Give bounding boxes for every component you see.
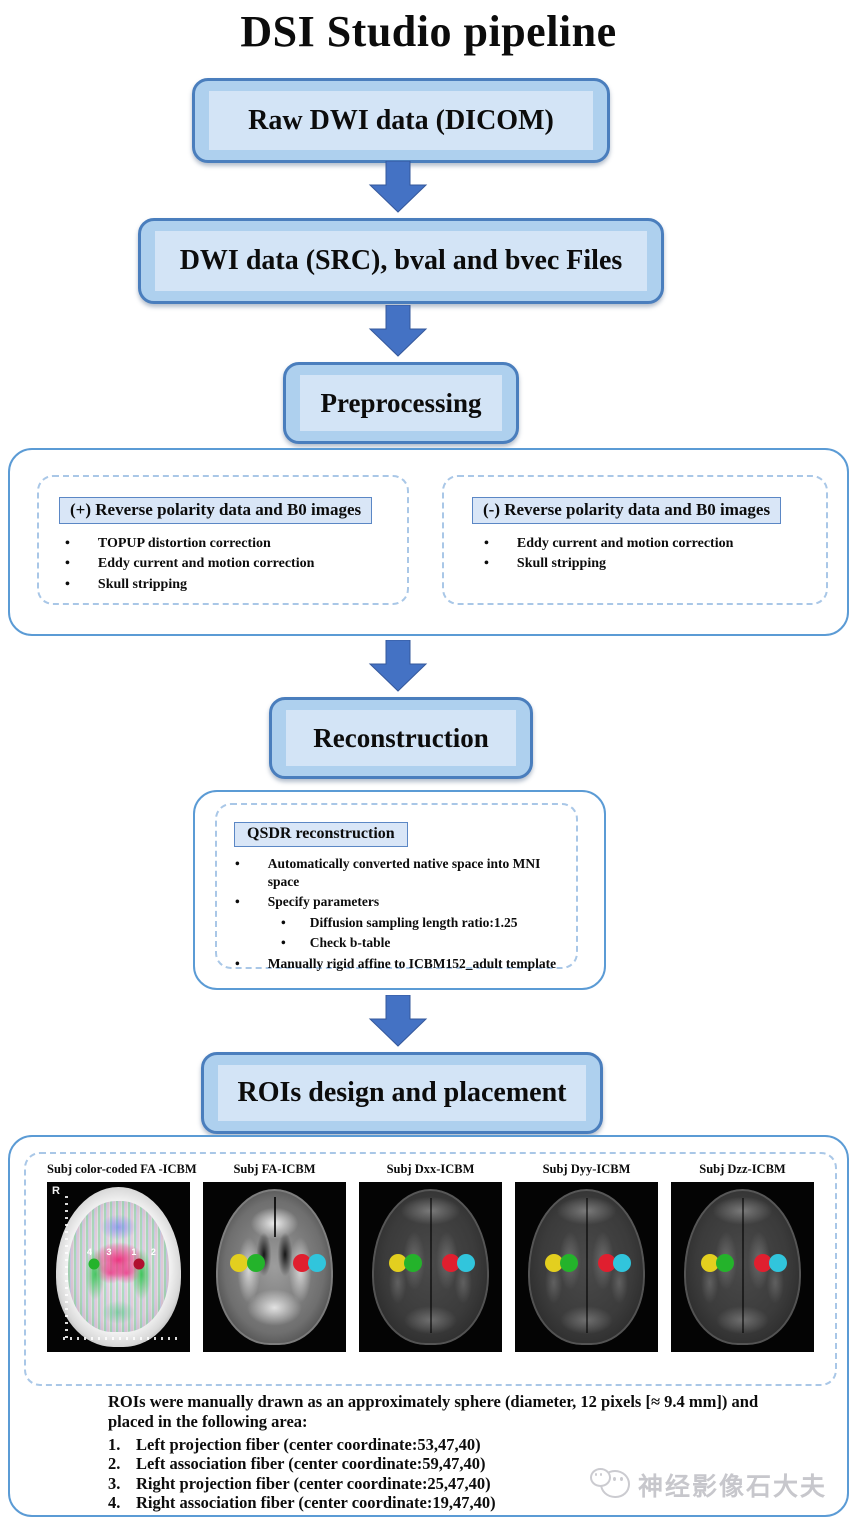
flow-box-raw-dwi: Raw DWI data (DICOM) xyxy=(192,78,610,163)
bullet-item: Specify parameters xyxy=(235,893,576,911)
flow-box-rois-label: ROIs design and placement xyxy=(218,1065,586,1121)
reconstruction-detail-container: QSDR reconstruction Automatically conver… xyxy=(193,790,606,990)
down-arrow-icon xyxy=(368,640,428,692)
roi-dot-cyan xyxy=(457,1253,476,1272)
brain-image-color-coded-fa: R 4 3 1 2 xyxy=(47,1182,190,1352)
roi-note: ROIs were manually drawn as an approxima… xyxy=(108,1392,759,1432)
roi-dot-red xyxy=(753,1253,772,1272)
scan-label: Subj color-coded FA -ICBM xyxy=(47,1162,197,1176)
roi-list-item: 1. Left projection fiber (center coordin… xyxy=(108,1434,481,1454)
ruler-vertical xyxy=(65,1196,68,1338)
flow-box-preprocessing: Preprocessing xyxy=(283,362,519,444)
roi-dot-green xyxy=(246,1253,265,1272)
roi-dot-red xyxy=(597,1253,616,1272)
brain-image-fa xyxy=(203,1182,346,1352)
qsdr-header: QSDR reconstruction xyxy=(234,822,408,847)
sub-bullet-item: Diffusion sampling length ratio:1.25 xyxy=(281,914,576,932)
roi-dot-yellow xyxy=(544,1253,563,1272)
roi-number-labels-right: 1 2 xyxy=(131,1246,162,1257)
brain-image-dyy xyxy=(515,1182,658,1352)
bullet-item: Skull stripping xyxy=(484,554,826,574)
minus-branch-header: (-) Reverse polarity data and B0 images xyxy=(472,497,782,524)
scan-dxx: Subj Dxx-ICBM xyxy=(359,1162,502,1352)
roi-list-item: 2. Left association fiber (center coordi… xyxy=(108,1454,486,1474)
roi-list-item: 3. Right projection fiber (center coordi… xyxy=(108,1473,491,1493)
scan-fa: Subj FA-ICBM xyxy=(203,1162,346,1352)
bullet-item: TOPUP distortion correction xyxy=(65,534,407,554)
scan-label: Subj Dyy-ICBM xyxy=(542,1162,631,1176)
flow-box-dwi-src-label: DWI data (SRC), bval and bvec Files xyxy=(155,231,647,291)
brain-slice xyxy=(68,1200,169,1332)
flow-box-reconstruction-label: Reconstruction xyxy=(286,710,516,766)
orientation-label: R xyxy=(52,1185,60,1197)
roi-dot-cyan xyxy=(308,1253,327,1272)
qsdr-box: QSDR reconstruction Automatically conver… xyxy=(215,803,578,971)
roi-dot-red xyxy=(441,1253,460,1272)
preprocessing-detail-container: (+) Reverse polarity data and B0 images … xyxy=(8,448,849,636)
scan-row: Subj color-coded FA -ICBM R 4 3 1 2 xyxy=(26,1162,835,1352)
sub-bullet-item: Check b-table xyxy=(281,934,576,952)
down-arrow-icon xyxy=(368,161,428,213)
roi-dot-cyan xyxy=(769,1253,788,1272)
plus-branch-box: (+) Reverse polarity data and B0 images … xyxy=(37,475,409,605)
brain-image-dxx xyxy=(359,1182,502,1352)
roi-list-item: 4. Right association fiber (center coord… xyxy=(108,1493,496,1513)
watermark-text: 神经影像石大夫 xyxy=(637,1473,827,1501)
roi-dot-yellow xyxy=(229,1253,248,1272)
qsdr-bullet-list-cont: Manually rigid affine to ICBM152_adult t… xyxy=(217,955,576,973)
ruler-horizontal xyxy=(63,1337,182,1340)
qsdr-bullet-list: Automatically converted native space int… xyxy=(217,855,576,911)
scan-dyy: Subj Dyy-ICBM xyxy=(515,1162,658,1352)
wechat-watermark-icon xyxy=(589,1468,630,1502)
roi-dot-green xyxy=(716,1253,735,1272)
bullet-item: Eddy current and motion correction xyxy=(484,534,826,554)
roi-images-box: Subj color-coded FA -ICBM R 4 3 1 2 xyxy=(24,1152,837,1386)
down-arrow-icon xyxy=(368,305,428,357)
flow-box-preprocessing-label: Preprocessing xyxy=(300,375,502,431)
roi-dot-red xyxy=(133,1258,145,1270)
scan-label: Subj FA-ICBM xyxy=(233,1162,316,1176)
roi-dot-red xyxy=(292,1253,311,1272)
flow-box-reconstruction: Reconstruction xyxy=(269,697,533,779)
roi-dot-yellow xyxy=(388,1253,407,1272)
page-title: DSI Studio pipeline xyxy=(240,7,617,56)
scan-dzz: Subj Dzz-ICBM xyxy=(671,1162,814,1352)
roi-note-block: ROIs were manually drawn as an approxima… xyxy=(108,1392,808,1513)
roi-detail-container: Subj color-coded FA -ICBM R 4 3 1 2 xyxy=(8,1135,849,1517)
bullet-item: Skull stripping xyxy=(65,575,407,595)
qsdr-sub-bullet-list: Diffusion sampling length ratio:1.25 Che… xyxy=(281,914,576,952)
roi-list: 1. Left projection fiber (center coordin… xyxy=(108,1435,808,1514)
plus-branch-bullet-list: TOPUP distortion correction Eddy current… xyxy=(39,534,407,595)
minus-branch-bullet-list: Eddy current and motion correction Skull… xyxy=(444,534,826,575)
bullet-item: Eddy current and motion correction xyxy=(65,554,407,574)
roi-dot-green xyxy=(404,1253,423,1272)
roi-dot-green xyxy=(88,1258,100,1270)
roi-number-labels-left: 4 3 xyxy=(87,1246,118,1257)
flow-box-rois: ROIs design and placement xyxy=(201,1052,603,1134)
bullet-item: Manually rigid affine to ICBM152_adult t… xyxy=(235,955,576,973)
roi-dot-green xyxy=(560,1253,579,1272)
down-arrow-icon xyxy=(368,995,428,1047)
roi-dot-yellow xyxy=(700,1253,719,1272)
bullet-item: Automatically converted native space int… xyxy=(235,855,576,890)
scan-label: Subj Dzz-ICBM xyxy=(699,1162,786,1176)
flow-box-dwi-src: DWI data (SRC), bval and bvec Files xyxy=(138,218,664,304)
roi-dot-cyan xyxy=(613,1253,632,1272)
plus-branch-header: (+) Reverse polarity data and B0 images xyxy=(59,497,373,524)
watermark: 神经影像石大夫 xyxy=(589,1467,827,1503)
scan-label: Subj Dxx-ICBM xyxy=(386,1162,475,1176)
minus-branch-box: (-) Reverse polarity data and B0 images … xyxy=(442,475,828,605)
flow-box-raw-dwi-label: Raw DWI data (DICOM) xyxy=(209,91,593,150)
brain-image-dzz xyxy=(671,1182,814,1352)
scan-color-coded-fa: Subj color-coded FA -ICBM R 4 3 1 2 xyxy=(47,1162,197,1352)
